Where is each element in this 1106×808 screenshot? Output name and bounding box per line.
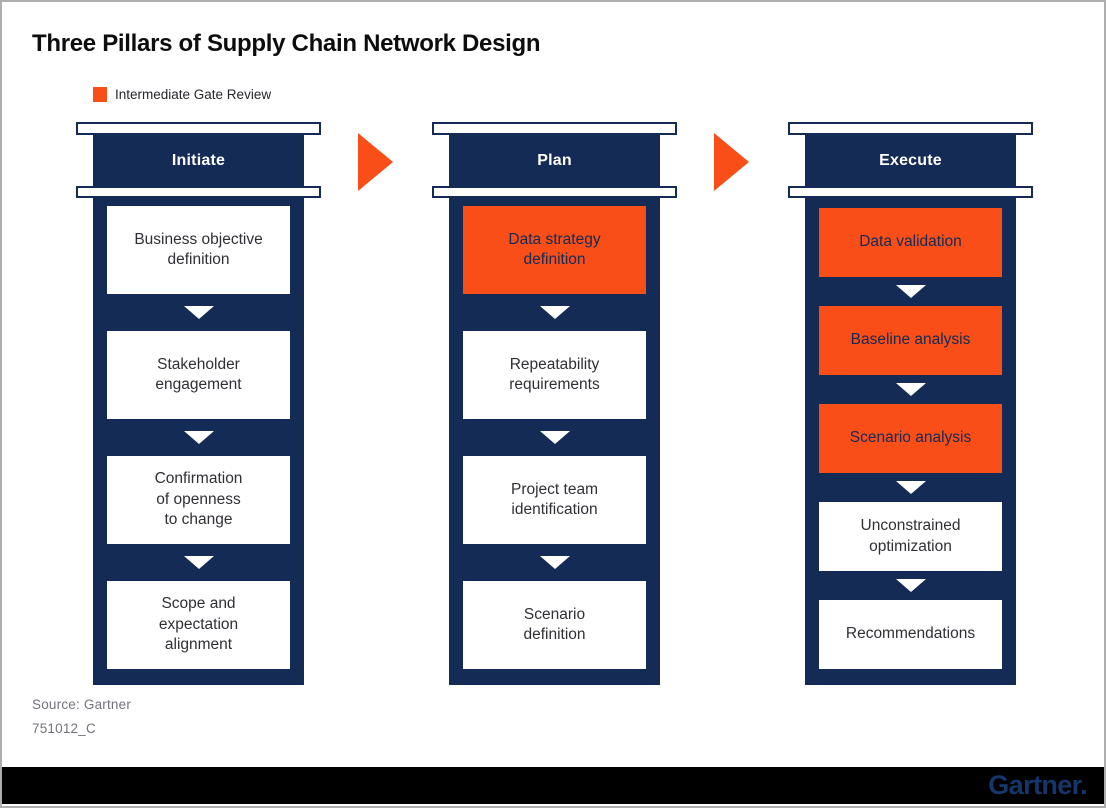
legend: Intermediate Gate Review (93, 87, 271, 102)
step-box-gate-review: Baseline analysis (819, 306, 1002, 375)
pillar-cap-top (432, 122, 677, 135)
pillar-plan: Plan Data strategy definition Repeatabil… (432, 122, 677, 685)
step-separator (539, 294, 570, 331)
down-arrow-icon (183, 556, 214, 569)
step-separator (539, 544, 570, 581)
gartner-logo: Gartner. (988, 770, 1087, 800)
step-separator (183, 544, 214, 581)
step-box-gate-review: Data strategy definition (463, 206, 646, 294)
down-arrow-icon (895, 481, 926, 494)
down-arrow-icon (895, 579, 926, 592)
step-box-gate-review: Scenario analysis (819, 404, 1002, 473)
gate-review-swatch-icon (93, 87, 107, 102)
right-arrow-icon (358, 133, 393, 191)
step-box: Scenario definition (463, 581, 646, 669)
legend-label: Intermediate Gate Review (115, 87, 272, 102)
pillar-header-execute: Execute (805, 135, 1016, 186)
pillar-initiate: Initiate Business objective definition S… (76, 122, 321, 685)
step-separator (895, 571, 926, 600)
pillar-cap-top (788, 122, 1033, 135)
source-note: Source: Gartner (32, 697, 132, 712)
step-separator (895, 473, 926, 502)
right-arrow-icon (714, 133, 749, 191)
pillar-header-plan: Plan (449, 135, 660, 186)
step-box: Confirmation of openness to change (107, 456, 290, 544)
pillar-body-initiate: Business objective definition Stakeholde… (93, 198, 304, 685)
pillar-cap-lower (788, 186, 1033, 198)
pillar-header-initiate: Initiate (93, 135, 304, 186)
down-arrow-icon (539, 431, 570, 444)
step-box: Repeatability requirements (463, 331, 646, 419)
step-separator (895, 375, 926, 404)
page-title: Three Pillars of Supply Chain Network De… (32, 30, 541, 57)
step-box: Stakeholder engagement (107, 331, 290, 419)
step-box-gate-review: Data validation (819, 208, 1002, 277)
pillar-body-execute: Data validation Baseline analysis Scenar… (805, 198, 1016, 685)
pillar-execute: Execute Data validation Baseline analysi… (788, 122, 1033, 685)
step-box: Project team identification (463, 456, 646, 544)
step-box: Scope and expectation alignment (107, 581, 290, 669)
step-separator (183, 419, 214, 456)
step-separator (539, 419, 570, 456)
down-arrow-icon (183, 431, 214, 444)
pillar-body-plan: Data strategy definition Repeatability r… (449, 198, 660, 685)
step-box: Unconstrained optimization (819, 502, 1002, 571)
document-id: 751012_C (32, 721, 96, 736)
down-arrow-icon (183, 306, 214, 319)
pillar-cap-lower (76, 186, 321, 198)
pillar-cap-lower (432, 186, 677, 198)
pillar-cap-top (76, 122, 321, 135)
step-box: Business objective definition (107, 206, 290, 294)
footer-brand-bar: Gartner. (2, 767, 1104, 804)
down-arrow-icon (539, 556, 570, 569)
step-box: Recommendations (819, 600, 1002, 669)
step-separator (895, 277, 926, 306)
step-separator (183, 294, 214, 331)
down-arrow-icon (895, 383, 926, 396)
down-arrow-icon (895, 285, 926, 298)
down-arrow-icon (539, 306, 570, 319)
